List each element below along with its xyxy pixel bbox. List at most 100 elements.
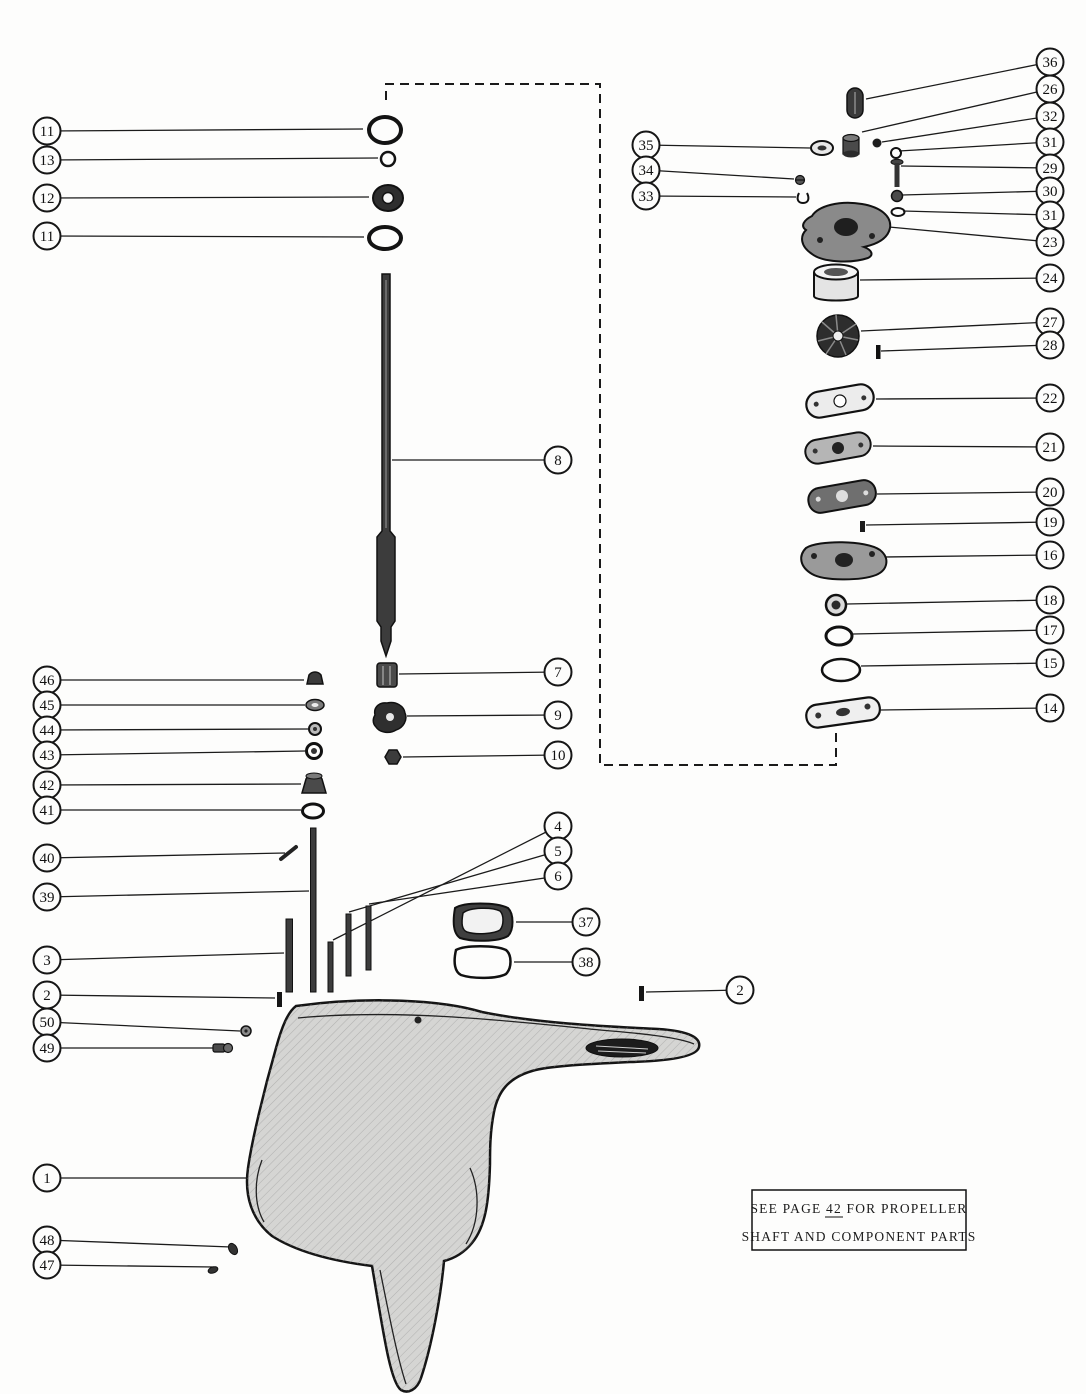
leader-line-12-2 bbox=[46, 196, 370, 199]
callout-15-22: 15 bbox=[1035, 648, 1065, 678]
leader-line-27-13 bbox=[860, 321, 1051, 332]
callout-circle bbox=[543, 861, 573, 891]
leader-line-43-31 bbox=[46, 750, 306, 756]
impeller bbox=[816, 314, 860, 358]
leader-line-20-17 bbox=[876, 491, 1051, 495]
washer-31-upper bbox=[890, 147, 902, 159]
callout-number: 21 bbox=[1043, 440, 1058, 456]
rod-3 bbox=[285, 918, 293, 993]
callout-number: 13 bbox=[40, 153, 55, 169]
rubber-grommet bbox=[846, 87, 864, 119]
callout-number: 27 bbox=[1043, 315, 1059, 331]
leader-line-48-50 bbox=[46, 1239, 232, 1248]
dowel-pin-5 bbox=[345, 913, 352, 977]
callout-number: 14 bbox=[1043, 701, 1059, 717]
callout-circle bbox=[1035, 227, 1065, 257]
callout-50-44: 50 bbox=[32, 1007, 62, 1037]
callout-14-23: 14 bbox=[1035, 693, 1065, 723]
o-ring-upper bbox=[367, 115, 403, 145]
torpedo-seam bbox=[465, 1167, 478, 1245]
callout-32-6: 32 bbox=[1035, 101, 1065, 131]
callout-12-2: 12 bbox=[32, 183, 62, 213]
callout-number: 7 bbox=[554, 665, 562, 681]
skeg-edge-line bbox=[379, 1269, 407, 1385]
callout-number: 10 bbox=[551, 748, 566, 764]
callout-number: 31 bbox=[1043, 208, 1058, 224]
callout-24-12: 24 bbox=[1035, 263, 1065, 293]
callout-number: 24 bbox=[1043, 271, 1059, 287]
callout-number: 49 bbox=[40, 1041, 55, 1057]
callout-36-4: 36 bbox=[1035, 47, 1065, 77]
leader-line-31-10 bbox=[902, 210, 1051, 216]
pinion-gear bbox=[372, 701, 407, 734]
callout-number: 43 bbox=[40, 748, 55, 764]
retaining-pin bbox=[279, 845, 298, 861]
nut-30 bbox=[890, 189, 904, 203]
callout-number: 48 bbox=[40, 1233, 55, 1249]
leader-line-32-6 bbox=[881, 115, 1051, 143]
callout-number: 12 bbox=[40, 191, 55, 207]
callout-number: 39 bbox=[40, 890, 55, 906]
leader-line-6-39 bbox=[368, 875, 559, 905]
callout-11-3: 11 bbox=[32, 221, 62, 251]
callout-41-33: 41 bbox=[32, 795, 62, 825]
roller-bearing bbox=[376, 662, 398, 688]
callout-1-49: 1 bbox=[32, 1163, 62, 1193]
leader-line-35-24 bbox=[645, 144, 811, 149]
callout-number: 11 bbox=[40, 229, 54, 245]
callout-circle bbox=[32, 882, 62, 912]
callout-33-26: 33 bbox=[631, 181, 661, 211]
dowel-pin-6 bbox=[365, 905, 372, 971]
impeller-drive-key bbox=[876, 345, 881, 359]
reference-note-box: SEE PAGE 42 FOR PROPELLER SHAFT AND COMP… bbox=[742, 1189, 975, 1251]
callout-34-25: 34 bbox=[631, 155, 661, 185]
callout-circle bbox=[1035, 383, 1065, 413]
callout-17-21: 17 bbox=[1035, 615, 1065, 645]
callout-9-35: 9 bbox=[543, 700, 573, 730]
leader-line-40-40 bbox=[46, 852, 286, 859]
callout-circle bbox=[32, 116, 62, 146]
leader-line-34-25 bbox=[645, 169, 795, 180]
callout-number: 34 bbox=[639, 163, 655, 179]
callout-5-38: 5 bbox=[543, 836, 573, 866]
water-intake-slot bbox=[585, 1038, 659, 1058]
leader-line-7-34 bbox=[398, 671, 559, 675]
callout-circle bbox=[571, 947, 601, 977]
washer-35 bbox=[810, 140, 834, 156]
leader-line-9-35 bbox=[406, 714, 559, 717]
callout-39-41: 39 bbox=[32, 882, 62, 912]
callout-37-46: 37 bbox=[571, 907, 601, 937]
callout-number: 36 bbox=[1043, 55, 1059, 71]
leader-line-18-20 bbox=[846, 599, 1051, 605]
leader-line-26-5 bbox=[861, 88, 1051, 133]
callout-circle bbox=[725, 975, 755, 1005]
leader-line-23-11 bbox=[888, 226, 1051, 243]
callout-circle bbox=[543, 740, 573, 770]
callout-45-29: 45 bbox=[32, 690, 62, 720]
face-plate-gasket-upper bbox=[805, 383, 875, 419]
callout-circle bbox=[32, 740, 62, 770]
small-washer bbox=[379, 150, 397, 168]
callout-10-36: 10 bbox=[543, 740, 573, 770]
leader-line-44-30 bbox=[46, 728, 309, 731]
callout-number: 33 bbox=[639, 189, 654, 205]
leader-line-33-26 bbox=[645, 195, 797, 198]
leader-line-15-22 bbox=[860, 662, 1051, 667]
face-plate-gasket-lower bbox=[807, 479, 877, 514]
callout-28-14: 28 bbox=[1035, 330, 1065, 360]
callout-4-37: 4 bbox=[543, 811, 573, 841]
leader-line-39-41 bbox=[46, 890, 310, 898]
callout-circle bbox=[1035, 263, 1065, 293]
shaft-seal bbox=[824, 593, 848, 617]
shift-shaft bbox=[310, 827, 317, 993]
callout-number: 2 bbox=[43, 988, 51, 1004]
anode-screw bbox=[207, 1266, 219, 1274]
callout-21-16: 21 bbox=[1035, 432, 1065, 462]
callout-circle bbox=[543, 657, 573, 687]
callout-49-45: 49 bbox=[32, 1033, 62, 1063]
callout-circle bbox=[32, 843, 62, 873]
callout-38-47: 38 bbox=[571, 947, 601, 977]
dowel-pin-4 bbox=[327, 941, 334, 993]
callout-26-5: 26 bbox=[1035, 74, 1065, 104]
